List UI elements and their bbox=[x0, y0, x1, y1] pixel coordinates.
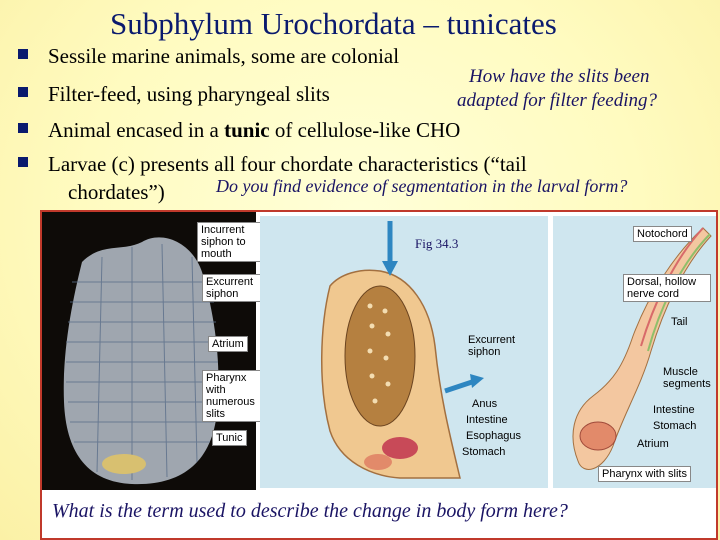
label-incurrent-siphon: Incurrent siphon to mouth bbox=[197, 222, 265, 262]
question-segmentation: Do you find evidence of segmentation in … bbox=[216, 176, 628, 196]
adult-diagram-panel: Excurrent siphon Anus Intestine Esophagu… bbox=[260, 216, 548, 488]
label-tunic: Tunic bbox=[212, 430, 247, 446]
bullet-text: of cellulose-like CHO bbox=[269, 118, 461, 142]
label-intestine-adult: Intestine bbox=[466, 414, 508, 426]
bullet-continuation: chordates”) bbox=[68, 180, 165, 204]
larva-diagram-panel: Notochord Dorsal, hollow nerve cord Tail… bbox=[553, 216, 716, 488]
figure-number: Fig 34.3 bbox=[415, 236, 459, 251]
label-notochord: Notochord bbox=[633, 226, 692, 242]
question-slits-line2: adapted for filter feeding? bbox=[457, 90, 658, 111]
bullet-item: Filter-feed, using pharyngeal slits bbox=[18, 82, 330, 107]
bullet-text: Sessile marine animals, some are colonia… bbox=[48, 44, 400, 68]
label-pharynx: Pharynx with numerous slits bbox=[202, 370, 265, 422]
bullet-square-icon bbox=[18, 123, 28, 133]
bullet-bold-term: tunic bbox=[224, 118, 270, 142]
bullet-item: Sessile marine animals, some are colonia… bbox=[18, 44, 399, 69]
bullet-square-icon bbox=[18, 49, 28, 59]
bullet-text: Filter-feed, using pharyngeal slits bbox=[48, 82, 330, 106]
tunicate-figure: Incurrent siphon to mouth Excurrent siph… bbox=[40, 210, 718, 540]
label-nerve-cord: Dorsal, hollow nerve cord bbox=[623, 274, 711, 302]
tunicate-photo-drawing bbox=[63, 237, 219, 485]
label-tail: Tail bbox=[671, 316, 688, 328]
label-anus: Anus bbox=[472, 398, 498, 410]
bullet-text: Larvae (c) presents all four chordate ch… bbox=[48, 152, 527, 176]
bullet-square-icon bbox=[18, 157, 28, 167]
bullet-item: Larvae (c) presents all four chordate ch… bbox=[18, 152, 527, 177]
label-excurrent-siphon-adult: Excurrent siphon bbox=[468, 334, 516, 358]
label-muscle-segments: Muscle segments bbox=[663, 366, 711, 390]
adult-tunicate-drawing bbox=[320, 221, 484, 479]
bullet-square-icon bbox=[18, 87, 28, 97]
tunicate-photo: Incurrent siphon to mouth Excurrent siph… bbox=[42, 212, 265, 490]
label-stomach-larva: Stomach bbox=[653, 420, 697, 432]
label-esophagus: Esophagus bbox=[466, 430, 522, 442]
question-body-form: What is the term used to describe the ch… bbox=[52, 500, 568, 522]
bullet-item: Animal encased in a tunic of cellulose-l… bbox=[18, 118, 460, 143]
label-stomach-adult: Stomach bbox=[462, 446, 506, 458]
slide-title: Subphylum Urochordata – tunicates bbox=[110, 6, 557, 41]
label-pharynx-larva: Pharynx with slits bbox=[598, 466, 691, 482]
label-excurrent-siphon: Excurrent siphon bbox=[202, 274, 265, 302]
label-atrium: Atrium bbox=[208, 336, 248, 352]
bullet-text: Animal encased in a bbox=[48, 118, 225, 142]
label-atrium-larva: Atrium bbox=[637, 438, 669, 450]
label-intestine-larva: Intestine bbox=[653, 404, 695, 416]
question-slits-line1: How have the slits been bbox=[469, 66, 650, 87]
larva-drawing bbox=[572, 227, 712, 470]
